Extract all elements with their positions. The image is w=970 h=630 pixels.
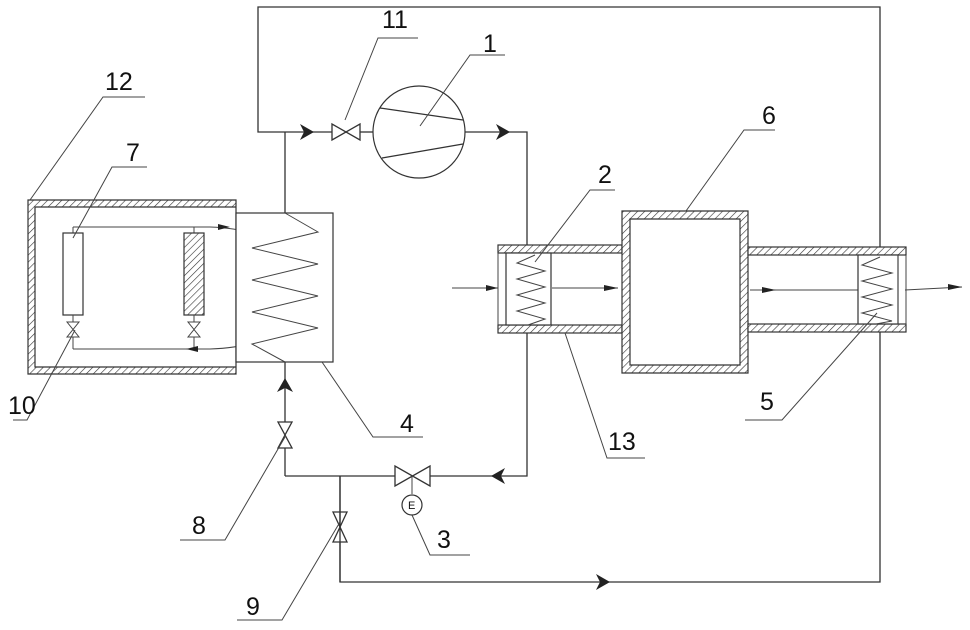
compressor (373, 86, 465, 178)
arrow-right-icon (948, 284, 962, 290)
refrigerant-piping (258, 7, 962, 582)
valve-right (188, 322, 200, 337)
battery-cell-right (184, 233, 204, 315)
label-compressor: 1 (483, 30, 497, 58)
label-plate-exchanger: 4 (400, 410, 414, 438)
label-indoor-coil: 2 (598, 161, 612, 189)
arrow-right-icon (762, 287, 776, 293)
label-valve-8: 8 (192, 512, 206, 540)
valve-11 (332, 124, 360, 140)
label-valve-11: 11 (382, 6, 408, 34)
label-chamber: 6 (762, 102, 776, 130)
label-duct: 13 (608, 428, 636, 456)
battery-cell-left (63, 233, 83, 315)
valve-8 (278, 422, 292, 448)
label-battery-box: 12 (105, 68, 133, 96)
expansion-valve-symbol: E (408, 500, 415, 512)
label-battery: 7 (126, 139, 140, 167)
label-outdoor-coil: 5 (760, 388, 774, 416)
arrow-right-icon (486, 285, 498, 291)
plate-exchanger (236, 213, 333, 362)
chamber (622, 211, 748, 373)
label-valve-9: 9 (246, 593, 260, 621)
expansion-valve: E (395, 466, 430, 515)
flow-arrows (277, 124, 962, 590)
arrow-right-icon (604, 285, 618, 291)
battery-enclosure (28, 200, 236, 374)
label-valve-10: 10 (8, 392, 36, 420)
label-expansion-valve: 3 (437, 526, 451, 554)
